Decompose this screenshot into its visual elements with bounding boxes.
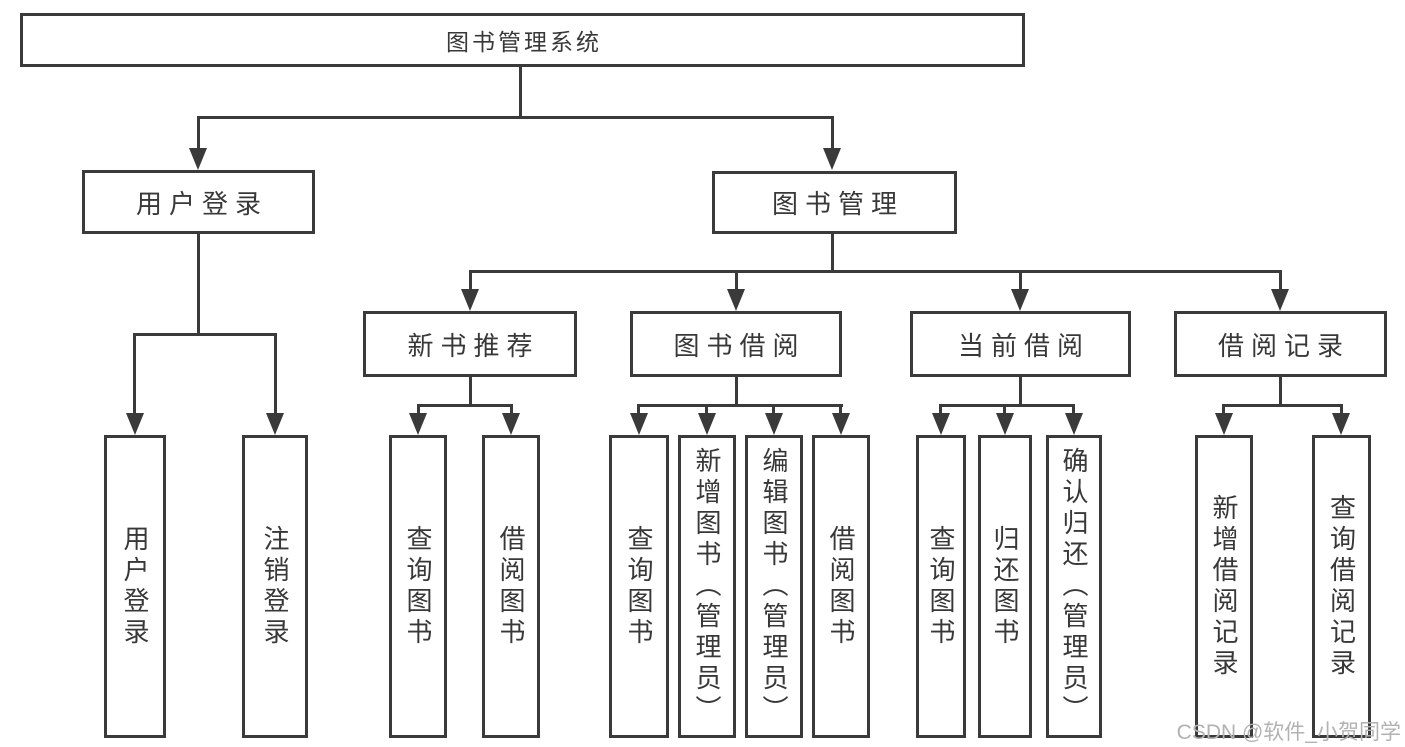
connector-line [1279,376,1282,407]
connector-line [637,404,640,416]
connector-line [735,376,738,407]
connector-line [469,376,472,407]
connector-line [1340,404,1343,416]
arrow-down-icon [698,413,716,435]
connector-line [1019,376,1022,407]
connector-line [510,404,513,416]
csdn-watermark: CSDN @软件_小贺同学 [1176,721,1401,744]
arrow-down-icon [630,413,648,435]
arrow-down-icon [832,413,850,435]
node-library-management-system: 图书管理系统 [20,13,1025,67]
connector-line [637,404,843,407]
connector-line [735,270,738,291]
node-borrowing-records: 借阅记录 [1174,311,1387,377]
arrow-down-icon [932,413,950,435]
arrow-down-icon [1011,289,1029,311]
arrow-down-icon [189,148,207,170]
connector-line [197,116,200,150]
leaf-query-books-recommend: 查询图书 [389,435,447,738]
connector-line [939,404,942,416]
leaf-logout: 注销登录 [242,435,308,738]
leaf-user-login: 用户登录 [104,435,166,738]
connector-line [519,66,522,118]
connector-line [274,333,277,415]
arrow-down-icon [996,413,1014,435]
connector-line [197,116,834,119]
leaf-confirm-return-admin: 确认归还（管理员） [1046,435,1102,738]
connector-line [1072,404,1075,416]
leaf-add-book-admin: 新增图书（管理员） [678,435,736,738]
connector-line [1019,270,1022,291]
connector-line [1222,404,1225,416]
leaf-borrow-books-borrowing: 借阅图书 [812,435,870,738]
arrow-down-icon [266,413,284,435]
node-new-book-recommendation: 新书推荐 [363,311,577,377]
arrow-down-icon [126,413,144,435]
connector-line [133,333,136,415]
node-user-login: 用户登录 [82,170,315,234]
connector-line [133,333,277,336]
leaf-query-borrow-record: 查询借阅记录 [1312,435,1371,738]
connector-line [1003,404,1006,416]
connector-line [705,404,708,416]
connector-line [772,404,775,416]
connector-line [1279,270,1282,291]
leaf-query-books-borrowing: 查询图书 [609,435,669,738]
arrow-down-icon [502,413,520,435]
arrow-down-icon [823,148,841,170]
node-book-borrowing: 图书借阅 [630,311,842,377]
connector-line [417,404,420,416]
connector-line [839,404,842,416]
node-current-borrowing: 当前借阅 [910,311,1131,377]
leaf-add-borrow-record: 新增借阅记录 [1195,435,1253,738]
connector-line [417,404,513,407]
connector-line [1222,404,1343,407]
connector-line [831,116,834,150]
arrow-down-icon [409,413,427,435]
leaf-query-books-current: 查询图书 [916,435,966,738]
connector-line [939,404,1075,407]
node-book-management: 图书管理 [712,171,957,234]
leaf-edit-book-admin: 编辑图书（管理员） [745,435,803,738]
leaf-return-books: 归还图书 [978,435,1032,738]
arrow-down-icon [1215,413,1233,435]
connector-line [197,233,200,335]
connector-line [831,233,834,273]
arrow-down-icon [1332,413,1350,435]
arrow-down-icon [765,413,783,435]
leaf-borrow-books-recommend: 借阅图书 [482,435,540,738]
arrow-down-icon [461,289,479,311]
arrow-down-icon [1271,289,1289,311]
arrow-down-icon [727,289,745,311]
connector-line [469,270,1282,273]
connector-line [469,270,472,291]
arrow-down-icon [1065,413,1083,435]
